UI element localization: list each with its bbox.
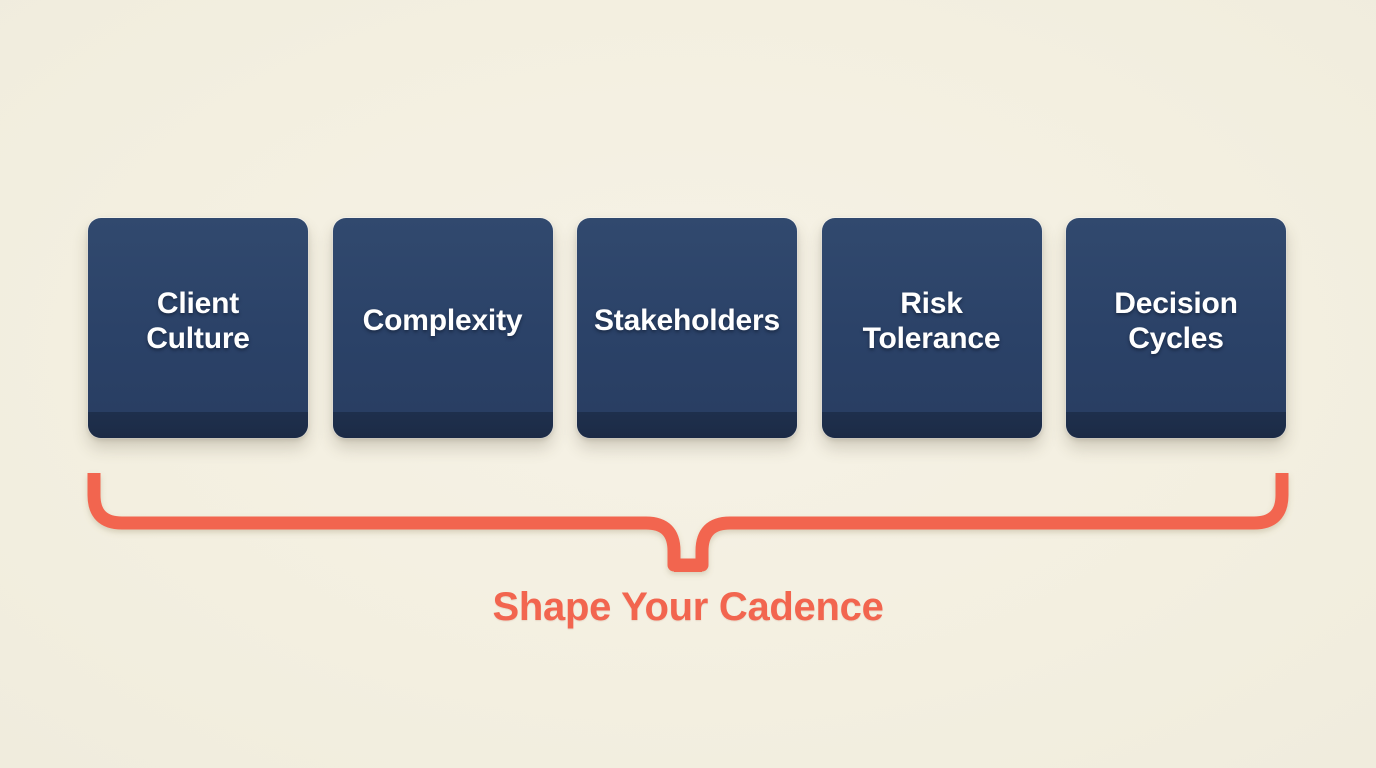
- factor-card-decision-cycles[interactable]: Decision Cycles: [1066, 218, 1286, 438]
- diagram-caption: Shape Your Cadence: [492, 585, 884, 629]
- curly-brace-icon: [87, 473, 1289, 572]
- factor-card-label: Stakeholders: [593, 304, 780, 338]
- factor-card-label: Risk Tolerance: [862, 286, 1001, 355]
- factor-card-stakeholders[interactable]: Stakeholders: [577, 218, 797, 438]
- factor-card-label: Client Culture: [146, 286, 250, 355]
- brace-tip: [674, 559, 702, 572]
- brace-path: [87, 473, 1289, 572]
- factor-card-client-culture[interactable]: Client Culture: [88, 218, 308, 438]
- factor-card-complexity[interactable]: Complexity: [332, 218, 553, 438]
- factor-card-label: Complexity: [362, 304, 523, 338]
- curly-brace: [78, 455, 1298, 585]
- factor-card-label: Decision Cycles: [1114, 286, 1238, 355]
- factor-card-risk-tolerance[interactable]: Risk Tolerance: [821, 218, 1042, 438]
- factor-card-row: Client Culture Complexity Stakeholders R…: [88, 218, 1286, 438]
